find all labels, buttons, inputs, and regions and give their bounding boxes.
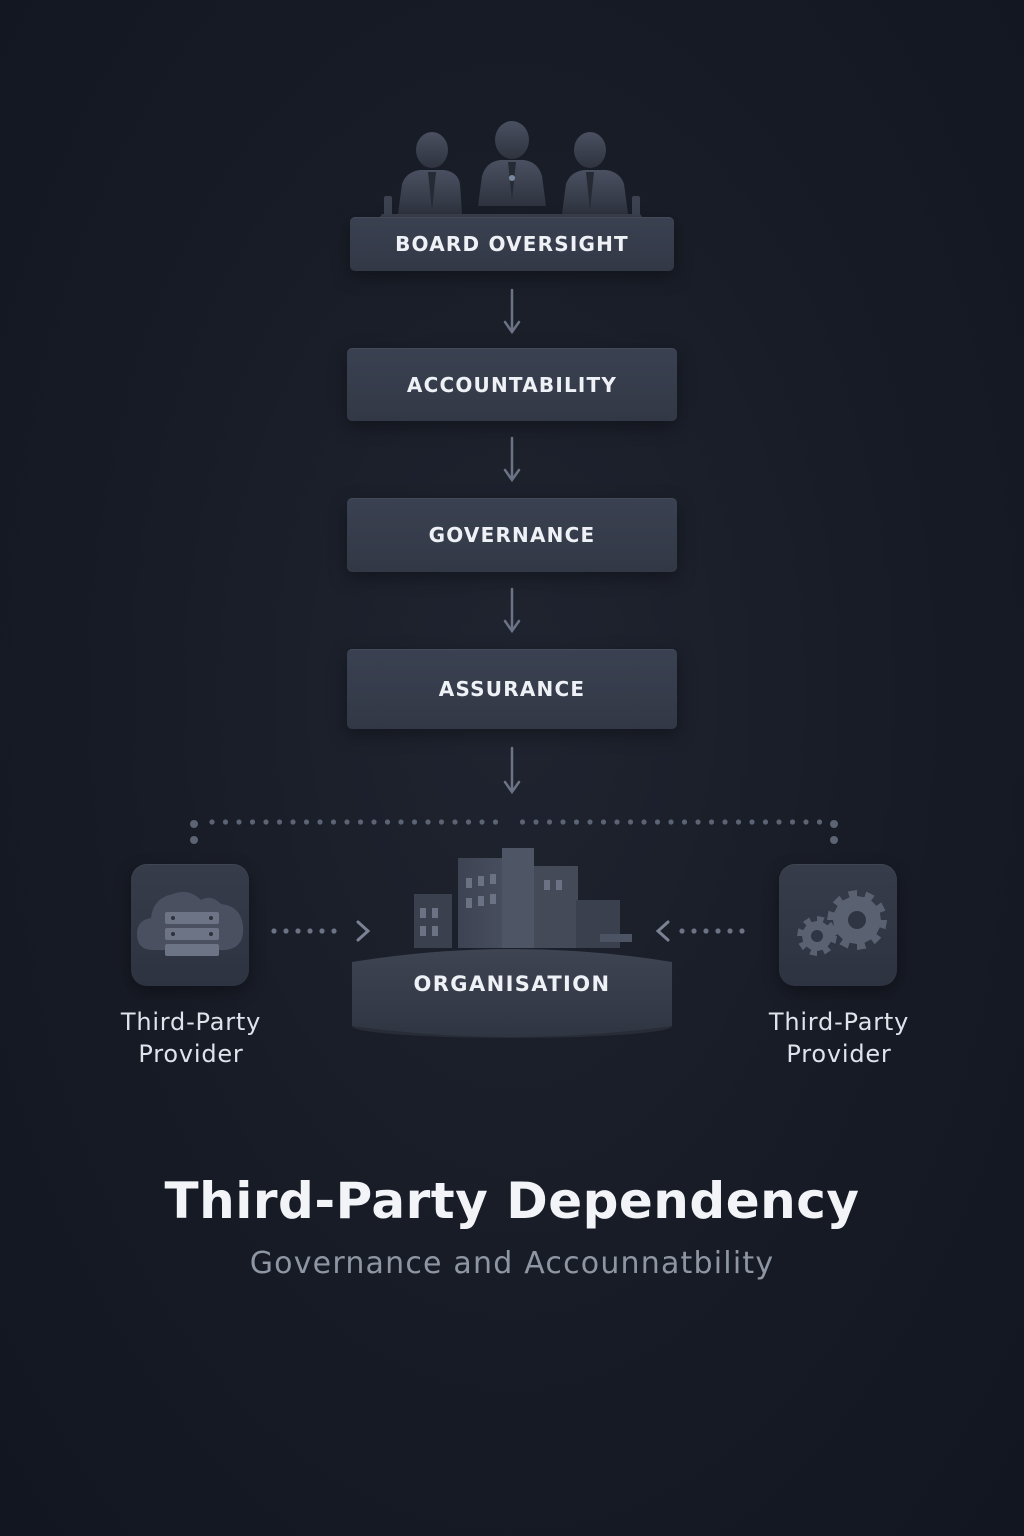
cloud-server-icon bbox=[137, 892, 244, 956]
step-label: ASSURANCE bbox=[438, 677, 586, 701]
arrow-right bbox=[356, 920, 371, 942]
dotted-bus bbox=[209, 819, 823, 825]
step-assurance: ASSURANCE bbox=[347, 649, 677, 729]
provider-arrows bbox=[271, 928, 745, 934]
connectors bbox=[190, 288, 838, 942]
page-title: Third-Party Dependency bbox=[164, 1172, 860, 1230]
provider-tile-right bbox=[779, 864, 897, 986]
arrow-left bbox=[655, 920, 670, 942]
provider-label-left: Third-Party Provider bbox=[120, 1008, 262, 1068]
gears-icon bbox=[797, 890, 887, 956]
step-accountability: ACCOUNTABILITY bbox=[347, 348, 677, 421]
provider-label-right: Third-Party Provider bbox=[768, 1008, 910, 1068]
buildings-icon bbox=[352, 848, 672, 1038]
step-label: ACCOUNTABILITY bbox=[406, 372, 618, 397]
page-subtitle: Governance and Accounnatbility bbox=[249, 1246, 775, 1281]
step-label: GOVERNANCE bbox=[428, 523, 596, 547]
provider-tile-left bbox=[131, 864, 249, 986]
step-board-oversight: BOARD OVERSIGHT bbox=[350, 217, 674, 271]
step-label: BOARD OVERSIGHT bbox=[395, 232, 629, 256]
step-governance: GOVERNANCE bbox=[347, 498, 677, 572]
organisation-label: ORGANISATION bbox=[413, 972, 611, 996]
